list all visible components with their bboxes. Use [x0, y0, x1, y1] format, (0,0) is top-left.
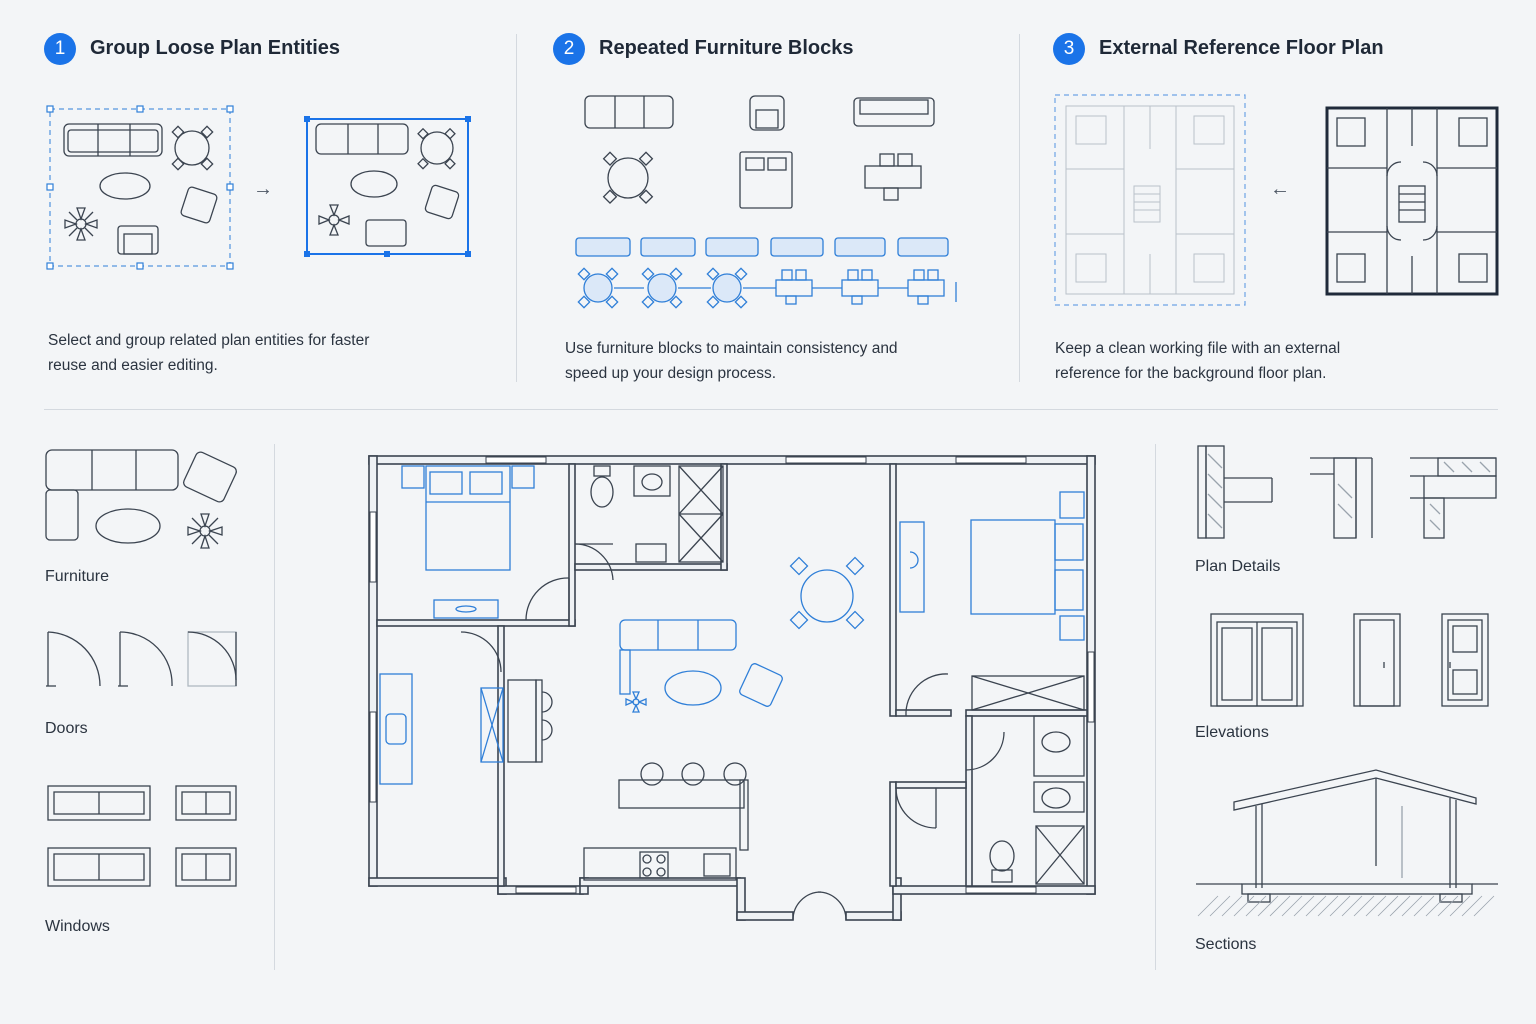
door-symbols[interactable]	[44, 628, 244, 692]
plan-detail-symbols[interactable]	[1194, 444, 1498, 544]
elevation-symbols[interactable]	[1208, 610, 1502, 710]
section-divider	[44, 409, 1498, 410]
window-symbols[interactable]	[46, 784, 242, 890]
divider-1	[516, 34, 517, 382]
arrow-left-icon: ←	[1270, 178, 1290, 200]
step-3-title: External Reference Floor Plan	[1099, 37, 1384, 59]
arrow-right-icon: →	[253, 178, 273, 200]
step-3-badge: 3	[1053, 33, 1085, 65]
step-2-title: Repeated Furniture Blocks	[599, 37, 854, 59]
xref-floor-plan-source[interactable]	[1325, 106, 1499, 296]
step-2-badge: 2	[553, 33, 585, 65]
step-2-description: Use furniture blocks to maintain consist…	[565, 340, 898, 382]
step-3-description: Keep a clean working file with an extern…	[1055, 340, 1341, 382]
elevations-label: Elevations	[1195, 724, 1269, 741]
furniture-symbols[interactable]	[44, 444, 244, 554]
plan-details-label: Plan Details	[1195, 558, 1281, 575]
windows-label: Windows	[45, 918, 110, 935]
left-library-divider	[274, 444, 275, 970]
divider-2	[1019, 34, 1020, 382]
sections-label: Sections	[1195, 936, 1257, 953]
step-1-badge: 1	[44, 33, 76, 65]
grouped-entities-illustration[interactable]	[304, 116, 472, 258]
step-1-description: Select and group related plan entities f…	[48, 332, 370, 374]
loose-entities-illustration[interactable]	[46, 104, 236, 272]
furniture-block-library[interactable]	[570, 88, 970, 318]
right-library-divider	[1155, 444, 1156, 970]
doors-label: Doors	[45, 720, 88, 737]
furniture-label: Furniture	[45, 568, 110, 585]
xref-floor-plan-ghost[interactable]	[1054, 94, 1246, 306]
section-symbol[interactable]	[1194, 766, 1500, 922]
step-1-title: Group Loose Plan Entities	[90, 37, 341, 59]
main-floor-plan[interactable]	[366, 452, 1102, 928]
